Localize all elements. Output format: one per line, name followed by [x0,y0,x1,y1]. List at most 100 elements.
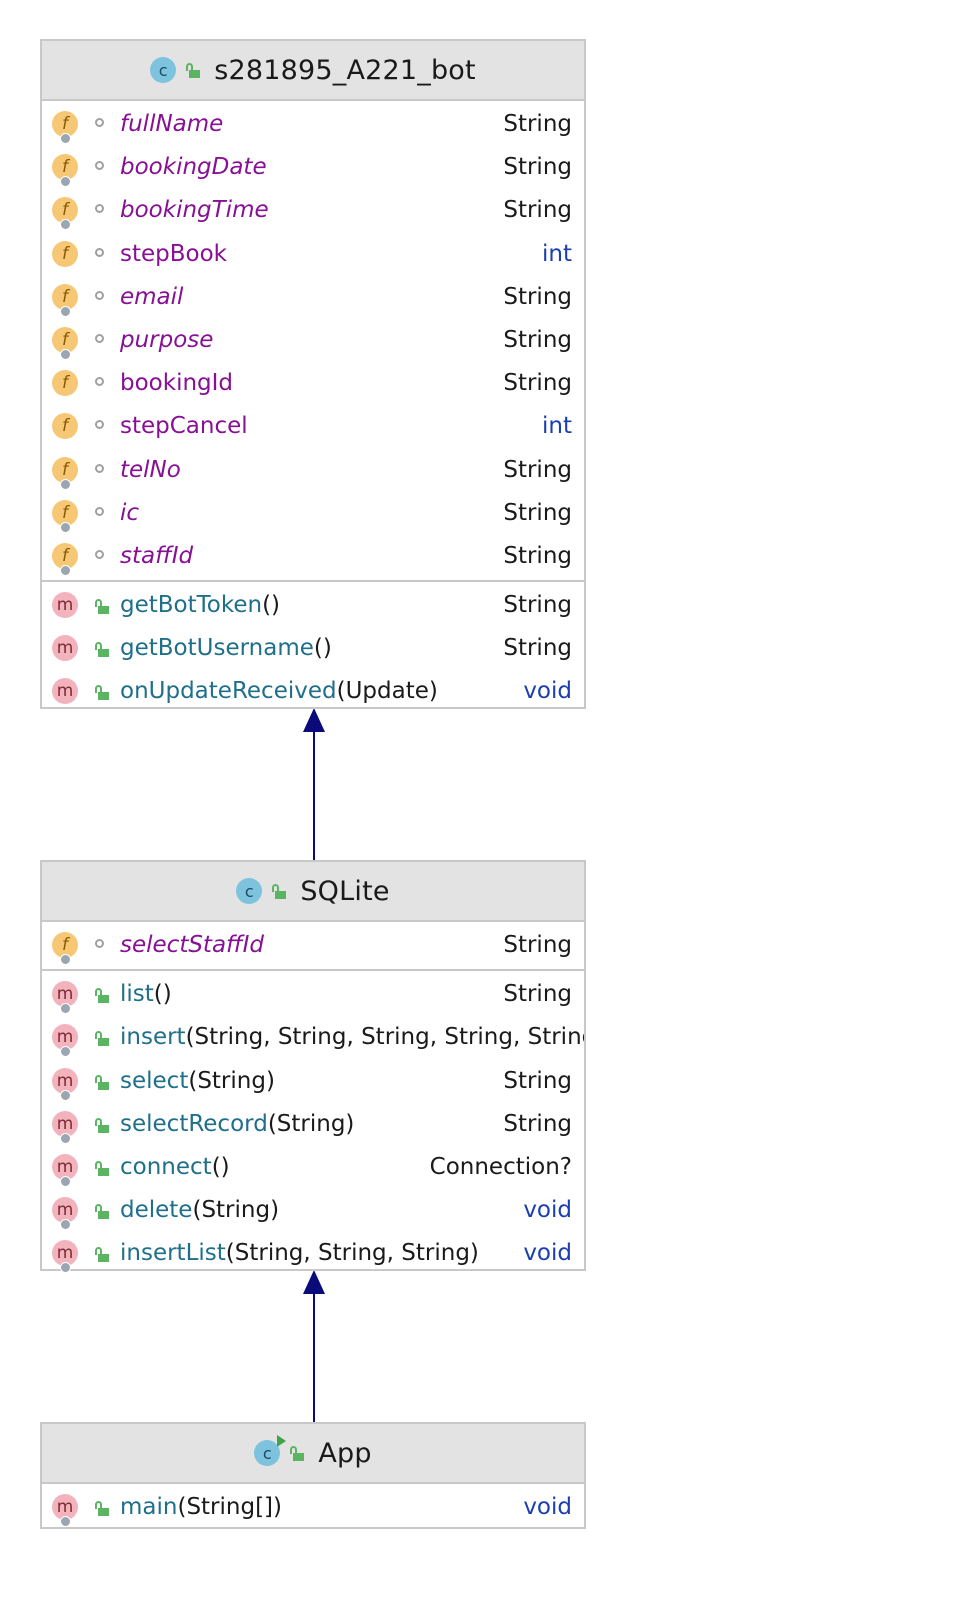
method-icon: m [52,1197,78,1231]
unlock-icon [95,1204,109,1220]
method-signature: list() [120,973,172,1016]
field-type: int [542,413,572,440]
method-row[interactable]: m insert(String, String, String, String, … [42,1016,584,1059]
method-params: () [211,1153,230,1180]
method-signature: selectRecord(String) [120,1103,354,1146]
method-return-type: String [503,1067,572,1094]
runnable-class-icon: c [254,1435,287,1466]
field-type: String [503,370,572,397]
field-name: bookingTime [120,197,269,224]
unlock-icon [95,1117,109,1133]
unlock-icon [95,599,109,615]
package-visibility-icon [95,247,104,257]
unlock-icon [95,988,109,1004]
field-type: String [503,197,572,224]
method-icon: m [52,1494,78,1527]
method-signature: getBotToken() [120,584,280,627]
method-icon: m [52,678,78,705]
method-return-type: String [503,981,572,1008]
unlock-icon [272,883,287,899]
static-marker-icon [60,1175,71,1187]
static-marker-icon [60,1219,71,1231]
package-visibility-icon [95,204,104,214]
static-marker-icon [60,219,71,231]
method-return-type: void [523,678,572,705]
method-signature: delete(String) [120,1189,279,1232]
package-visibility-icon [95,161,104,171]
field-name: ic [120,499,140,526]
class-header: c s281895_A221_bot [42,41,584,101]
field-name: staffId [120,542,194,569]
method-name: insert [120,1024,186,1051]
static-marker-icon [60,1046,71,1058]
field-name: telNo [120,456,181,483]
class-header: c SQLite [42,862,584,922]
field-icon: f [52,370,78,397]
field-type: String [503,456,572,483]
unlock-icon [95,1247,109,1263]
methods-section: m list() String m insert(String, String, Str… [42,969,584,1277]
method-name: connect [120,1153,212,1180]
method-signature: connect() [120,1146,230,1189]
class-title: SQLite [300,875,390,907]
static-marker-icon [60,176,71,188]
field-icon: f [52,240,78,267]
method-icon: m [52,635,78,662]
static-marker-icon [60,1003,71,1015]
field-icon: f [52,326,78,360]
package-visibility-icon [95,939,104,948]
field-name: purpose [120,326,214,353]
static-marker-icon [60,1516,71,1527]
method-return-type: String [503,635,572,662]
field-type: String [503,111,572,137]
unlock-icon [95,1074,109,1090]
method-params: (String) [188,1067,275,1094]
method-params: (String) [192,1197,280,1224]
method-signature: select(String) [120,1060,275,1103]
method-signature: insert(String, String, String, String, S… [120,1016,584,1059]
unlock-icon [95,1160,109,1176]
package-visibility-icon [95,549,104,559]
method-icon: m [52,1024,78,1058]
method-return-type: void [523,1197,572,1224]
method-row[interactable]: m delete(String) void [42,1189,584,1232]
package-visibility-icon [95,420,104,430]
method-name: insertList [120,1240,226,1267]
arrowhead-bot [303,708,325,732]
method-params: () [262,592,281,619]
class-icon: c [236,878,263,904]
method-icon: m [52,1110,78,1144]
unlock-icon [290,1445,305,1461]
package-visibility-icon [95,290,104,300]
static-marker-icon [60,564,71,576]
static-marker-icon [60,954,71,965]
static-marker-icon [60,478,71,490]
class-header: c App [42,1424,584,1484]
